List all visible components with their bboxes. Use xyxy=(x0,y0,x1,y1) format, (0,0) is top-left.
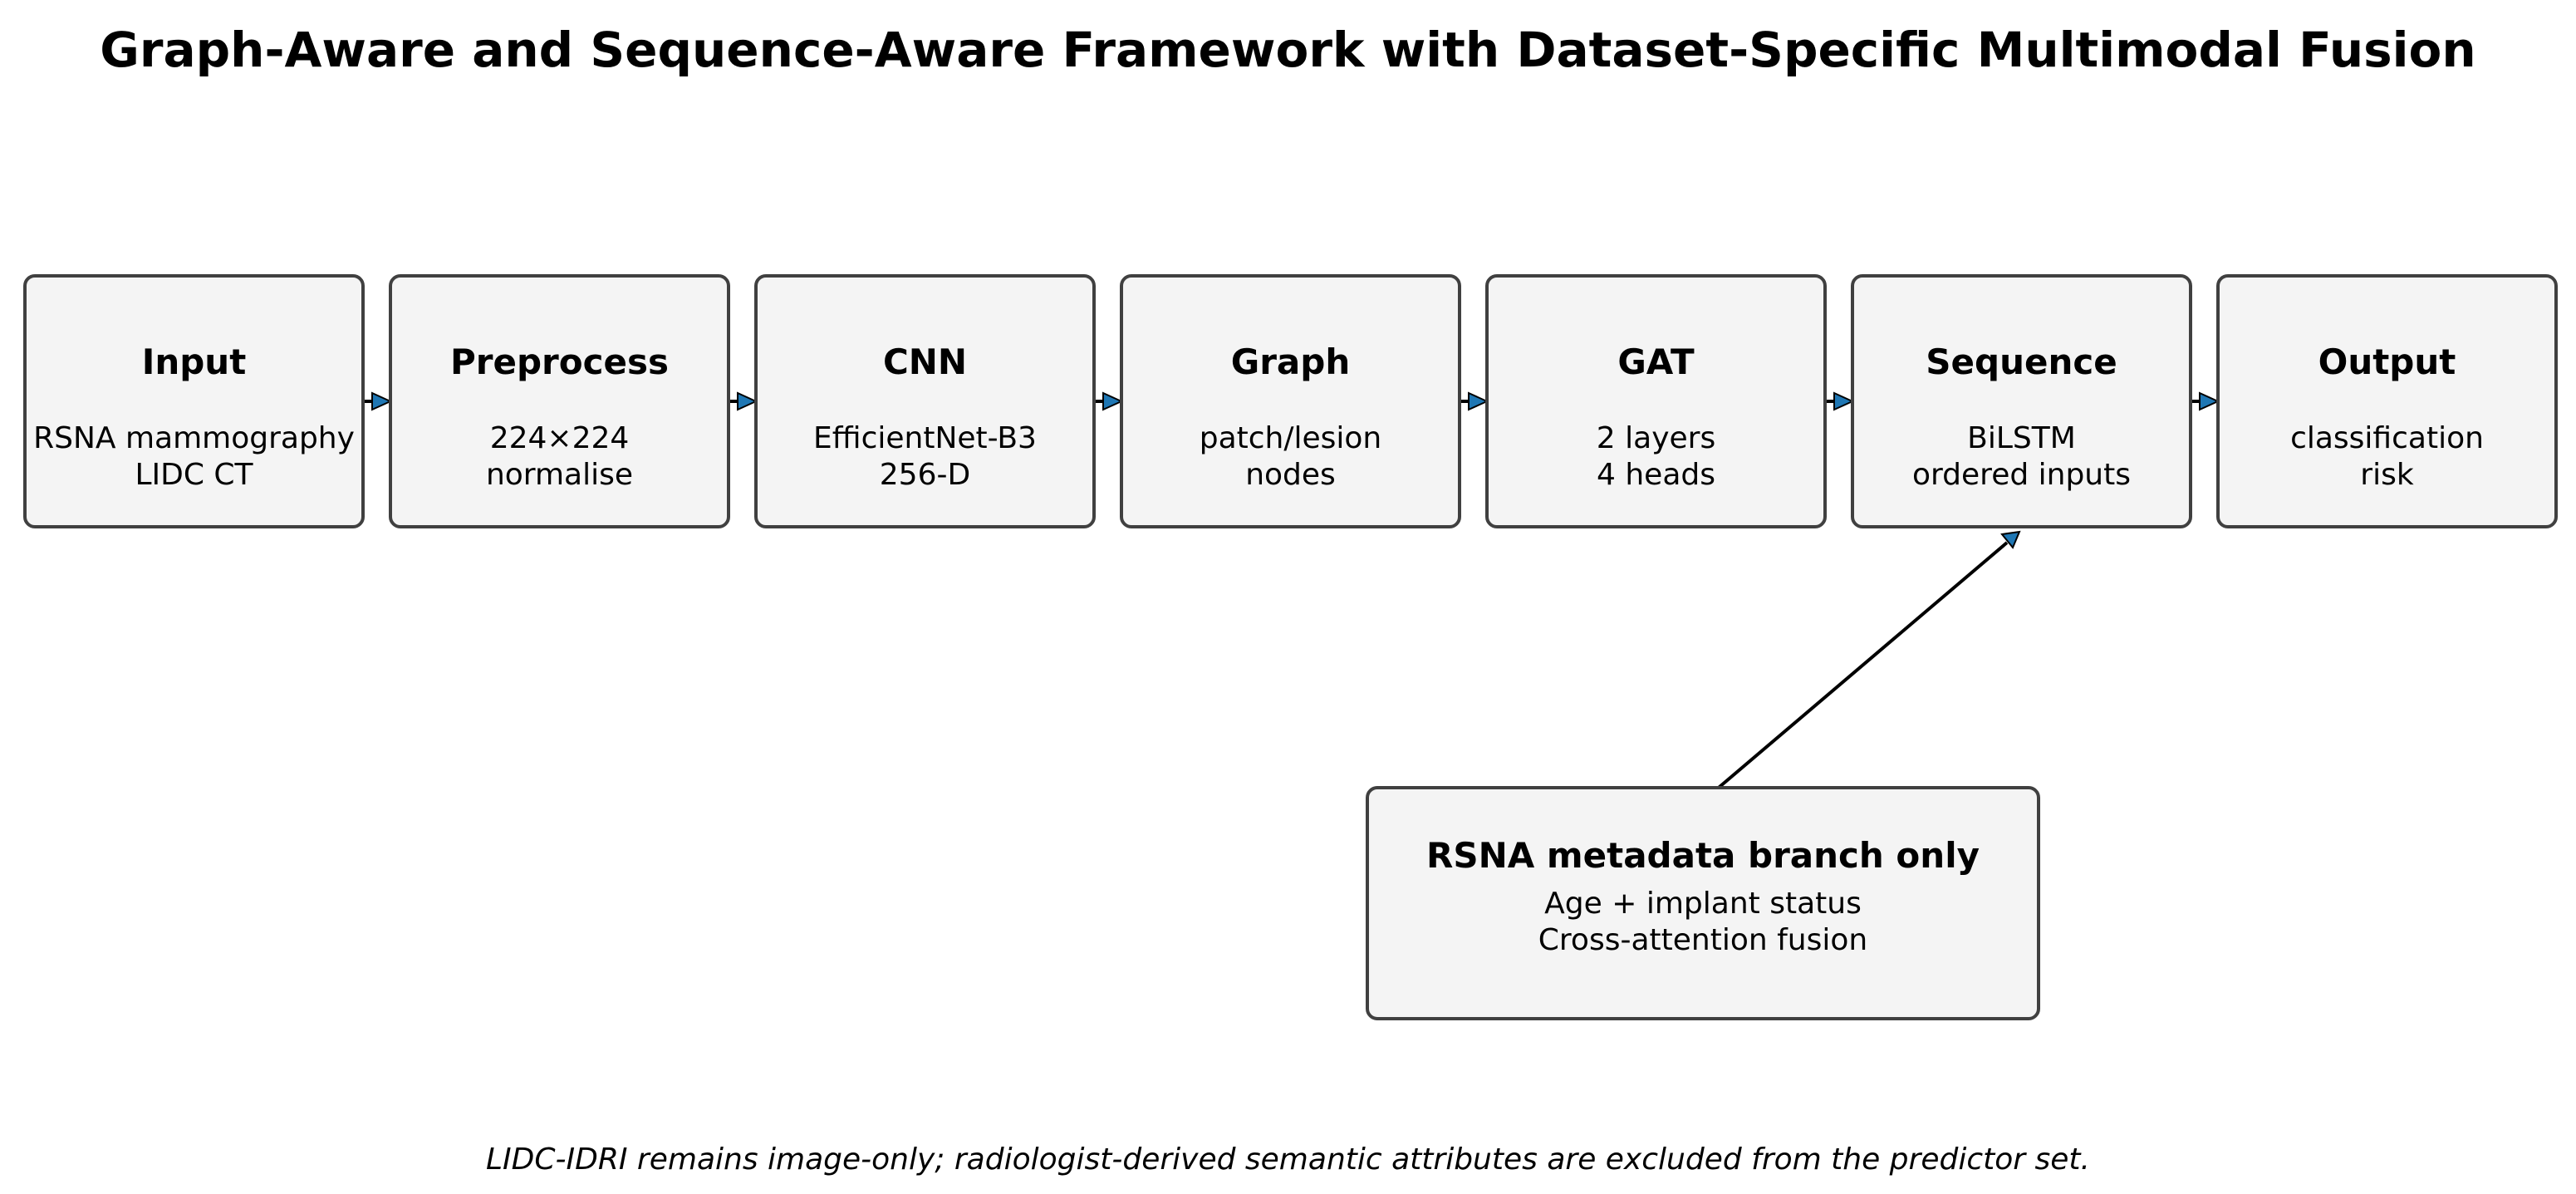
stage-title: Graph xyxy=(1230,341,1351,382)
stage-graph: Graph patch/lesion nodes xyxy=(1120,274,1461,528)
diagram-title: Graph-Aware and Sequence-Aware Framework… xyxy=(100,22,2476,78)
stage-details: EfficientNet-B3 256-D xyxy=(758,420,1092,494)
metadata-detail-line: Age + implant status xyxy=(1544,887,1862,921)
stage-details: 224×224 normalise xyxy=(392,420,727,494)
stage-detail-line: 4 heads xyxy=(1597,458,1715,492)
stage-detail-line: 256-D xyxy=(879,458,971,492)
stage-input: Input RSNA mammography LIDC CT xyxy=(23,274,365,528)
stage-detail-line: 2 layers xyxy=(1596,421,1716,455)
stage-title: Input xyxy=(141,341,247,382)
metadata-branch-box: RSNA metadata branch only Age + implant … xyxy=(1366,786,2040,1020)
footnote: LIDC-IDRI remains image-only; radiologis… xyxy=(486,1142,2090,1177)
stage-gat: GAT 2 layers 4 heads xyxy=(1485,274,1827,528)
stage-detail-line: classification xyxy=(2290,421,2484,455)
stage-details: 2 layers 4 heads xyxy=(1489,420,1823,494)
stage-details: patch/lesion nodes xyxy=(1123,420,1458,494)
stage-title: Output xyxy=(2318,341,2456,382)
stage-detail-line: risk xyxy=(2360,458,2414,492)
stage-title: CNN xyxy=(882,341,968,382)
stage-output: Output classification risk xyxy=(2216,274,2558,528)
stage-detail-line: ordered inputs xyxy=(1911,458,2131,492)
stage-sequence: Sequence BiLSTM ordered inputs xyxy=(1851,274,2192,528)
metadata-detail-line: Cross-attention fusion xyxy=(1538,923,1868,957)
stage-title: Sequence xyxy=(1926,341,2117,382)
metadata-branch-details: Age + implant status Cross-attention fus… xyxy=(1369,886,2037,959)
stage-detail-line: nodes xyxy=(1245,458,1336,492)
stage-detail-line: LIDC CT xyxy=(135,458,253,492)
stage-detail-line: patch/lesion xyxy=(1199,421,1382,455)
stage-detail-line: normalise xyxy=(485,458,634,492)
stage-detail-line: RSNA mammography xyxy=(33,421,355,455)
stage-details: RSNA mammography LIDC CT xyxy=(27,420,361,494)
stage-detail-line: EfficientNet-B3 xyxy=(813,421,1037,455)
stage-detail-line: 224×224 xyxy=(489,421,630,455)
stage-detail-line: BiLSTM xyxy=(1967,421,2076,455)
stage-title: Preprocess xyxy=(450,341,669,382)
stage-details: BiLSTM ordered inputs xyxy=(1854,420,2189,494)
stage-preprocess: Preprocess 224×224 normalise xyxy=(389,274,730,528)
metadata-branch-title: RSNA metadata branch only xyxy=(1426,835,1980,876)
stage-details: classification risk xyxy=(2220,420,2554,494)
stage-title: GAT xyxy=(1617,341,1695,382)
stage-cnn: CNN EfficientNet-B3 256-D xyxy=(754,274,1096,528)
metadata-fusion-arrow xyxy=(1707,530,2021,798)
